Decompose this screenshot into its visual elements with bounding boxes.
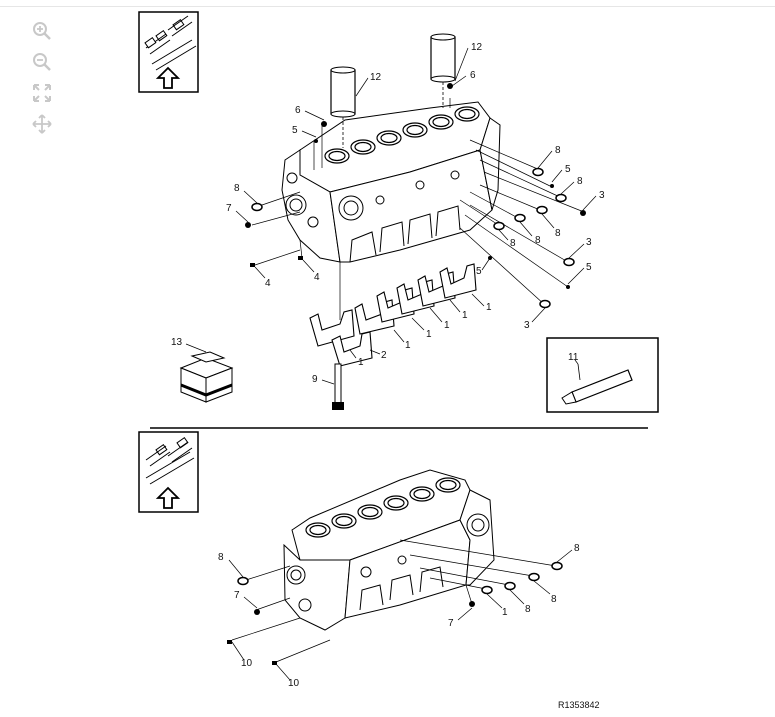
viewer-toolbar [26, 16, 60, 140]
callout-11: 11 [568, 352, 579, 363]
callout-4: 4 [265, 278, 271, 289]
callout-8: 8 [555, 145, 561, 156]
callout-12: 12 [370, 72, 382, 83]
callout-13: 13 [171, 337, 183, 348]
callout-8: 8 [525, 604, 531, 615]
callout-6: 6 [295, 105, 301, 116]
callout-3: 3 [599, 190, 605, 201]
zoom-in-button[interactable] [26, 16, 58, 46]
main-cap-bolt [332, 363, 344, 410]
zoom-in-icon [33, 22, 51, 40]
callout-10: 10 [288, 678, 300, 689]
callout-8: 8 [510, 238, 516, 249]
callout-3: 3 [586, 237, 592, 248]
cylinder-liner-left [330, 66, 356, 148]
cylinder-bores-upper [324, 106, 480, 164]
callout-8: 8 [535, 235, 541, 246]
engine-block-lower [283, 469, 495, 631]
callout-5: 5 [292, 125, 298, 136]
callout-4: 4 [314, 272, 320, 283]
callout-1: 1 [426, 329, 432, 340]
callout-5: 5 [586, 262, 592, 273]
callout-7: 7 [448, 618, 454, 629]
fit-screen-icon [33, 84, 51, 102]
seal-rings-upper [251, 167, 575, 309]
callout-8: 8 [574, 543, 580, 554]
callout-leaders [185, 47, 597, 681]
sealant-kit-box-icon [179, 351, 234, 403]
callout-1: 1 [462, 310, 468, 321]
callout-8: 1 [502, 607, 508, 618]
seal-rings-lower [237, 561, 563, 595]
assembly-lines-upper [251, 98, 585, 306]
main-bearing-caps [309, 262, 477, 367]
callout-2: 2 [381, 350, 387, 361]
callout-6: 6 [470, 70, 476, 81]
callout-1: 1 [486, 302, 492, 313]
zoom-out-button[interactable] [26, 47, 58, 77]
callout-12: 12 [471, 42, 483, 53]
assembly-lines-lower [231, 539, 557, 663]
plugs-lower [227, 601, 475, 665]
callout-5: 5 [565, 164, 571, 175]
cylinder-bores-lower [305, 477, 461, 538]
engine-block-upper [281, 101, 501, 263]
callout-8: 8 [555, 228, 561, 239]
front-face-details [285, 170, 460, 228]
callout-3: 3 [524, 320, 530, 331]
callout-8: 8 [577, 176, 583, 187]
callout-10: 10 [241, 658, 253, 669]
callout-8: 8 [218, 552, 224, 563]
top-border [0, 6, 775, 7]
lower-block-details [286, 513, 490, 612]
cylinder-liner-right [430, 33, 456, 108]
zoom-out-icon [33, 53, 51, 71]
orientation-icon-bottom [138, 431, 199, 513]
callout-7: 7 [234, 590, 240, 601]
callout-labels: 12 12 6 6 5 8 5 8 3 8 8 8 3 5 3 5 8 7 4 … [171, 42, 605, 689]
pan-icon [32, 114, 52, 134]
callout-9: 9 [312, 374, 318, 385]
diagram-reference-id: R1353842 [558, 700, 600, 710]
pan-button[interactable] [26, 109, 58, 139]
callout-8: 8 [551, 594, 557, 605]
fit-screen-button[interactable] [26, 78, 58, 108]
orientation-icon-top [138, 11, 199, 93]
callout-1: 1 [405, 340, 411, 351]
callout-8: 8 [234, 183, 240, 194]
callout-5: 5 [476, 266, 482, 277]
callout-7: 7 [226, 203, 232, 214]
callout-1: 1 [444, 320, 450, 331]
sealant-tube-box [546, 337, 659, 413]
callout-1: 1 [358, 357, 364, 368]
